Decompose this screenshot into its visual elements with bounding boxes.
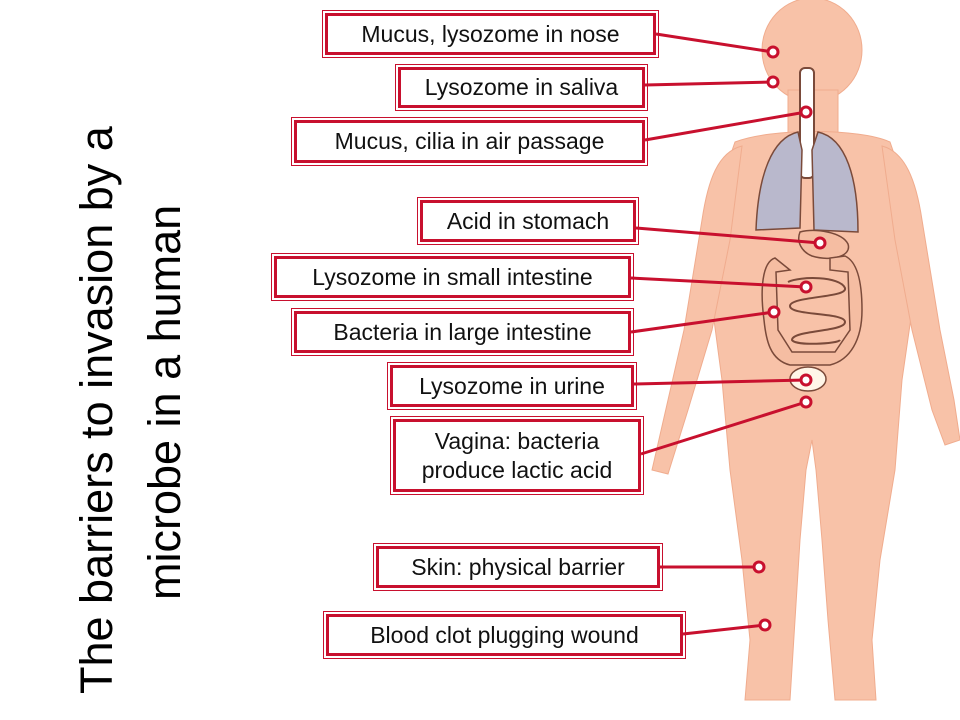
connector-saliva [644,80,774,87]
label-skin-text: Skin: physical barrier [411,553,625,580]
connector-stomach [635,226,821,245]
label-urine-text: Lysozome in urine [419,372,605,399]
marker-air-passage [799,105,813,119]
marker-blood-clot [758,618,772,632]
marker-vagina [799,395,813,409]
connector-large-intestine [630,310,775,334]
label-blood-clot: Blood clot plugging wound [323,611,686,659]
label-blood-clot-text: Blood clot plugging wound [370,621,639,648]
connector-blood-clot [682,623,766,636]
label-stomach: Acid in stomach [417,197,639,245]
label-saliva: Lysozome in saliva [395,64,648,111]
label-small-intestine: Lysozome in small intestine [271,253,634,301]
label-stomach-text: Acid in stomach [446,207,610,234]
marker-saliva [766,75,780,89]
torso-legs [709,131,916,701]
label-vagina-line-2: produce lactic acid [421,456,613,483]
label-nose: Mucus, lysozome in nose [322,10,659,58]
label-skin: Skin: physical barrier [373,543,663,591]
right-lung [811,131,859,233]
markers [752,45,827,632]
marker-urine [799,373,813,387]
connectors [630,32,821,636]
connector-vagina [640,400,807,456]
label-large-intestine: Bacteria in large intestine [291,308,634,356]
connector-air-passage [644,110,807,142]
label-large-intestine-text: Bacteria in large intestine [333,318,592,345]
label-saliva-text: Lysozome in saliva [424,74,619,101]
left-lung [755,131,803,231]
body-silhouette [651,0,960,701]
left-arm [651,145,743,475]
marker-small-intestine [799,280,813,294]
label-nose-text: Mucus, lysozome in nose [361,20,620,47]
connector-urine [633,378,807,386]
label-air-passage-text: Mucus, cilia in air passage [334,128,605,155]
marker-large-intestine [767,305,781,319]
label-air-passage: Mucus, cilia in air passage [291,117,648,166]
connector-small-intestine [630,276,807,289]
marker-skin [752,560,766,574]
large-intestine [761,255,863,366]
marker-nose [766,45,780,59]
right-arm [881,145,960,446]
small-intestine [787,277,847,345]
trachea [799,67,815,179]
label-vagina: Vagina: bacteria produce lactic acid [390,416,644,495]
label-small-intestine-text: Lysozome in small intestine [312,263,593,290]
label-urine: Lysozome in urine [387,362,637,410]
connector-nose [655,32,774,54]
marker-stomach [813,236,827,250]
label-vagina-line-1: Vagina: bacteria [434,427,600,454]
